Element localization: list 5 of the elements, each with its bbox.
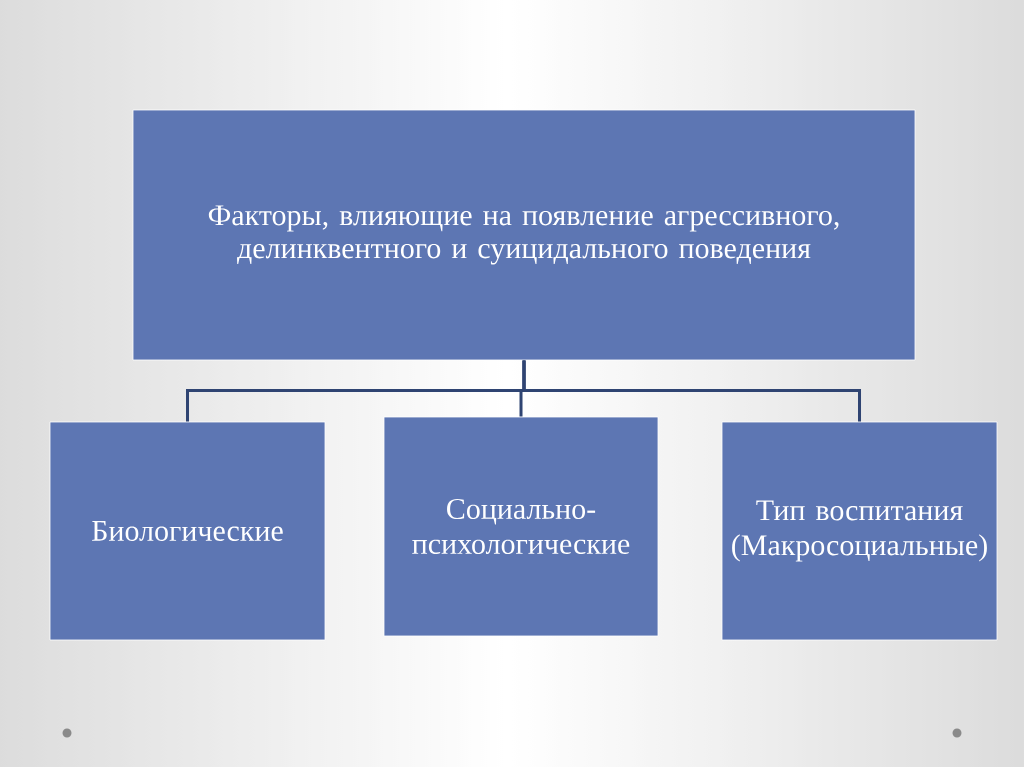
category-box: Социально-психологические	[383, 416, 659, 637]
category-box: Тип воспитания (Макросоциальные)	[721, 421, 998, 641]
title-box: Факторы, влияющие на появление агрессивного, делинквентного и суицидального поведения	[132, 109, 916, 361]
connector-line	[522, 360, 861, 422]
category-box: Биологические	[49, 421, 326, 641]
